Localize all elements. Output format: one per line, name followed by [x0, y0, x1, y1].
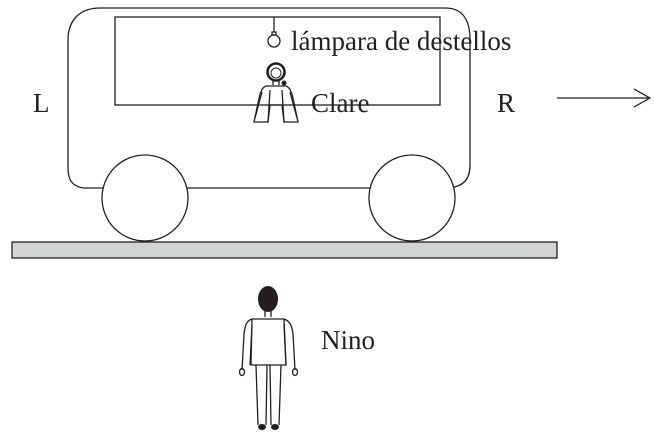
right-wheel — [368, 154, 456, 242]
right-end-label: R — [497, 88, 515, 118]
lamp-label: lámpara de destellos — [291, 26, 511, 56]
flash-lamp — [267, 17, 281, 48]
left-end-label: L — [33, 88, 50, 118]
clare-label: Clare — [311, 88, 369, 118]
clare-figure — [253, 62, 299, 123]
nino-figure — [238, 286, 299, 430]
nino-label: Nino — [321, 325, 375, 355]
track — [11, 241, 558, 259]
left-wheel — [101, 154, 189, 242]
motion-arrow — [557, 88, 652, 108]
